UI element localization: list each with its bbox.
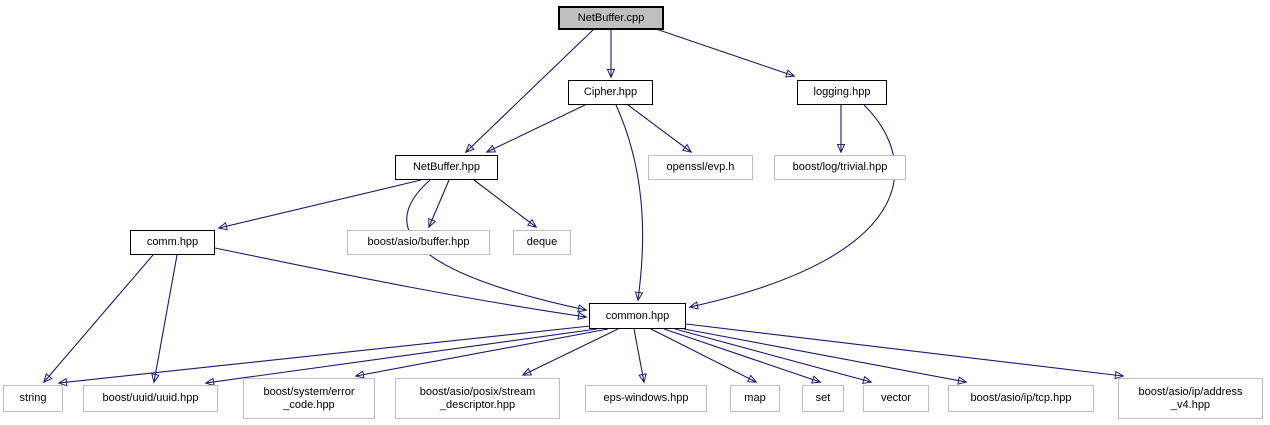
edge-common-hpp-to-vector xyxy=(674,328,873,385)
edge-comm-hpp-to-common-hpp xyxy=(214,247,588,321)
node-boost-asio-ip-tcp-hpp: boost/asio/ip/tcp.hpp xyxy=(948,385,1094,412)
node-netbuffer-cpp: NetBuffer.cpp xyxy=(558,6,664,30)
node-set: set xyxy=(802,385,844,412)
edge-common-hpp-to-boost-asio-ip-tcp-hpp xyxy=(683,328,968,385)
node-comm-hpp[interactable]: comm.hpp xyxy=(130,230,215,255)
edge-cipher-hpp-to-common-hpp xyxy=(615,104,644,302)
node-deque: deque xyxy=(513,230,571,255)
edge-netbuffer-hpp-to-deque xyxy=(473,179,538,228)
edge-common-hpp-to-boost-system-error-code-hpp xyxy=(354,328,609,379)
edge-common-hpp-to-map xyxy=(650,328,758,383)
node-common-hpp[interactable]: common.hpp xyxy=(589,303,686,329)
edge-netbuffer-cpp-to-logging-hpp xyxy=(655,28,796,78)
edge-logging-hpp-to-common-hpp xyxy=(688,104,896,310)
node-boost-asio-posix-stream-descriptor-hpp: boost/asio/posix/stream _descriptor.hpp xyxy=(395,378,560,419)
edge-cipher-hpp-to-netbuffer-hpp xyxy=(485,104,586,153)
edge-netbuffer-hpp-to-boost-asio-buffer-hpp xyxy=(428,179,450,229)
node-netbuffer-hpp[interactable]: NetBuffer.hpp xyxy=(395,155,498,180)
node-map: map xyxy=(730,385,780,412)
edge-netbuffer-hpp-to-comm-hpp xyxy=(217,179,422,231)
node-eps-windows-hpp: eps-windows.hpp xyxy=(585,385,707,412)
node-boost-uuid-uuid-hpp: boost/uuid/uuid.hpp xyxy=(83,385,218,412)
edge-cipher-hpp-to-openssl-evp-h xyxy=(627,104,693,153)
edge-netbuffer-cpp-to-netbuffer-hpp xyxy=(464,28,595,154)
edge-common-hpp-to-set xyxy=(663,328,822,384)
edge-common-hpp-to-boost-asio-ip-address-v4-hpp xyxy=(685,323,1125,380)
edge-common-hpp-to-eps-windows-hpp xyxy=(633,328,647,384)
node-openssl-evp-h: openssl/evp.h xyxy=(648,155,753,180)
node-boost-log-trivial-hpp: boost/log/trivial.hpp xyxy=(774,155,906,180)
node-logging-hpp[interactable]: logging.hpp xyxy=(797,80,887,105)
node-cipher-hpp[interactable]: Cipher.hpp xyxy=(568,80,653,105)
node-string: string xyxy=(3,385,63,412)
node-boost-asio-buffer-hpp: boost/asio/buffer.hpp xyxy=(347,230,490,255)
edge-common-hpp-to-string xyxy=(57,325,591,387)
node-boost-system-error-code-hpp: boost/system/error _code.hpp xyxy=(243,378,375,419)
edge-common-hpp-to-boost-asio-posix-stream-descriptor-hpp xyxy=(521,328,619,376)
node-boost-asio-ip-address-v4-hpp: boost/asio/ip/address _v4.hpp xyxy=(1118,378,1263,419)
node-vector: vector xyxy=(863,385,929,412)
edge-comm-hpp-to-string xyxy=(42,254,154,384)
edge-common-hpp-to-boost-uuid-uuid-hpp xyxy=(204,328,598,387)
edge-comm-hpp-to-boost-uuid-uuid-hpp xyxy=(151,254,178,384)
